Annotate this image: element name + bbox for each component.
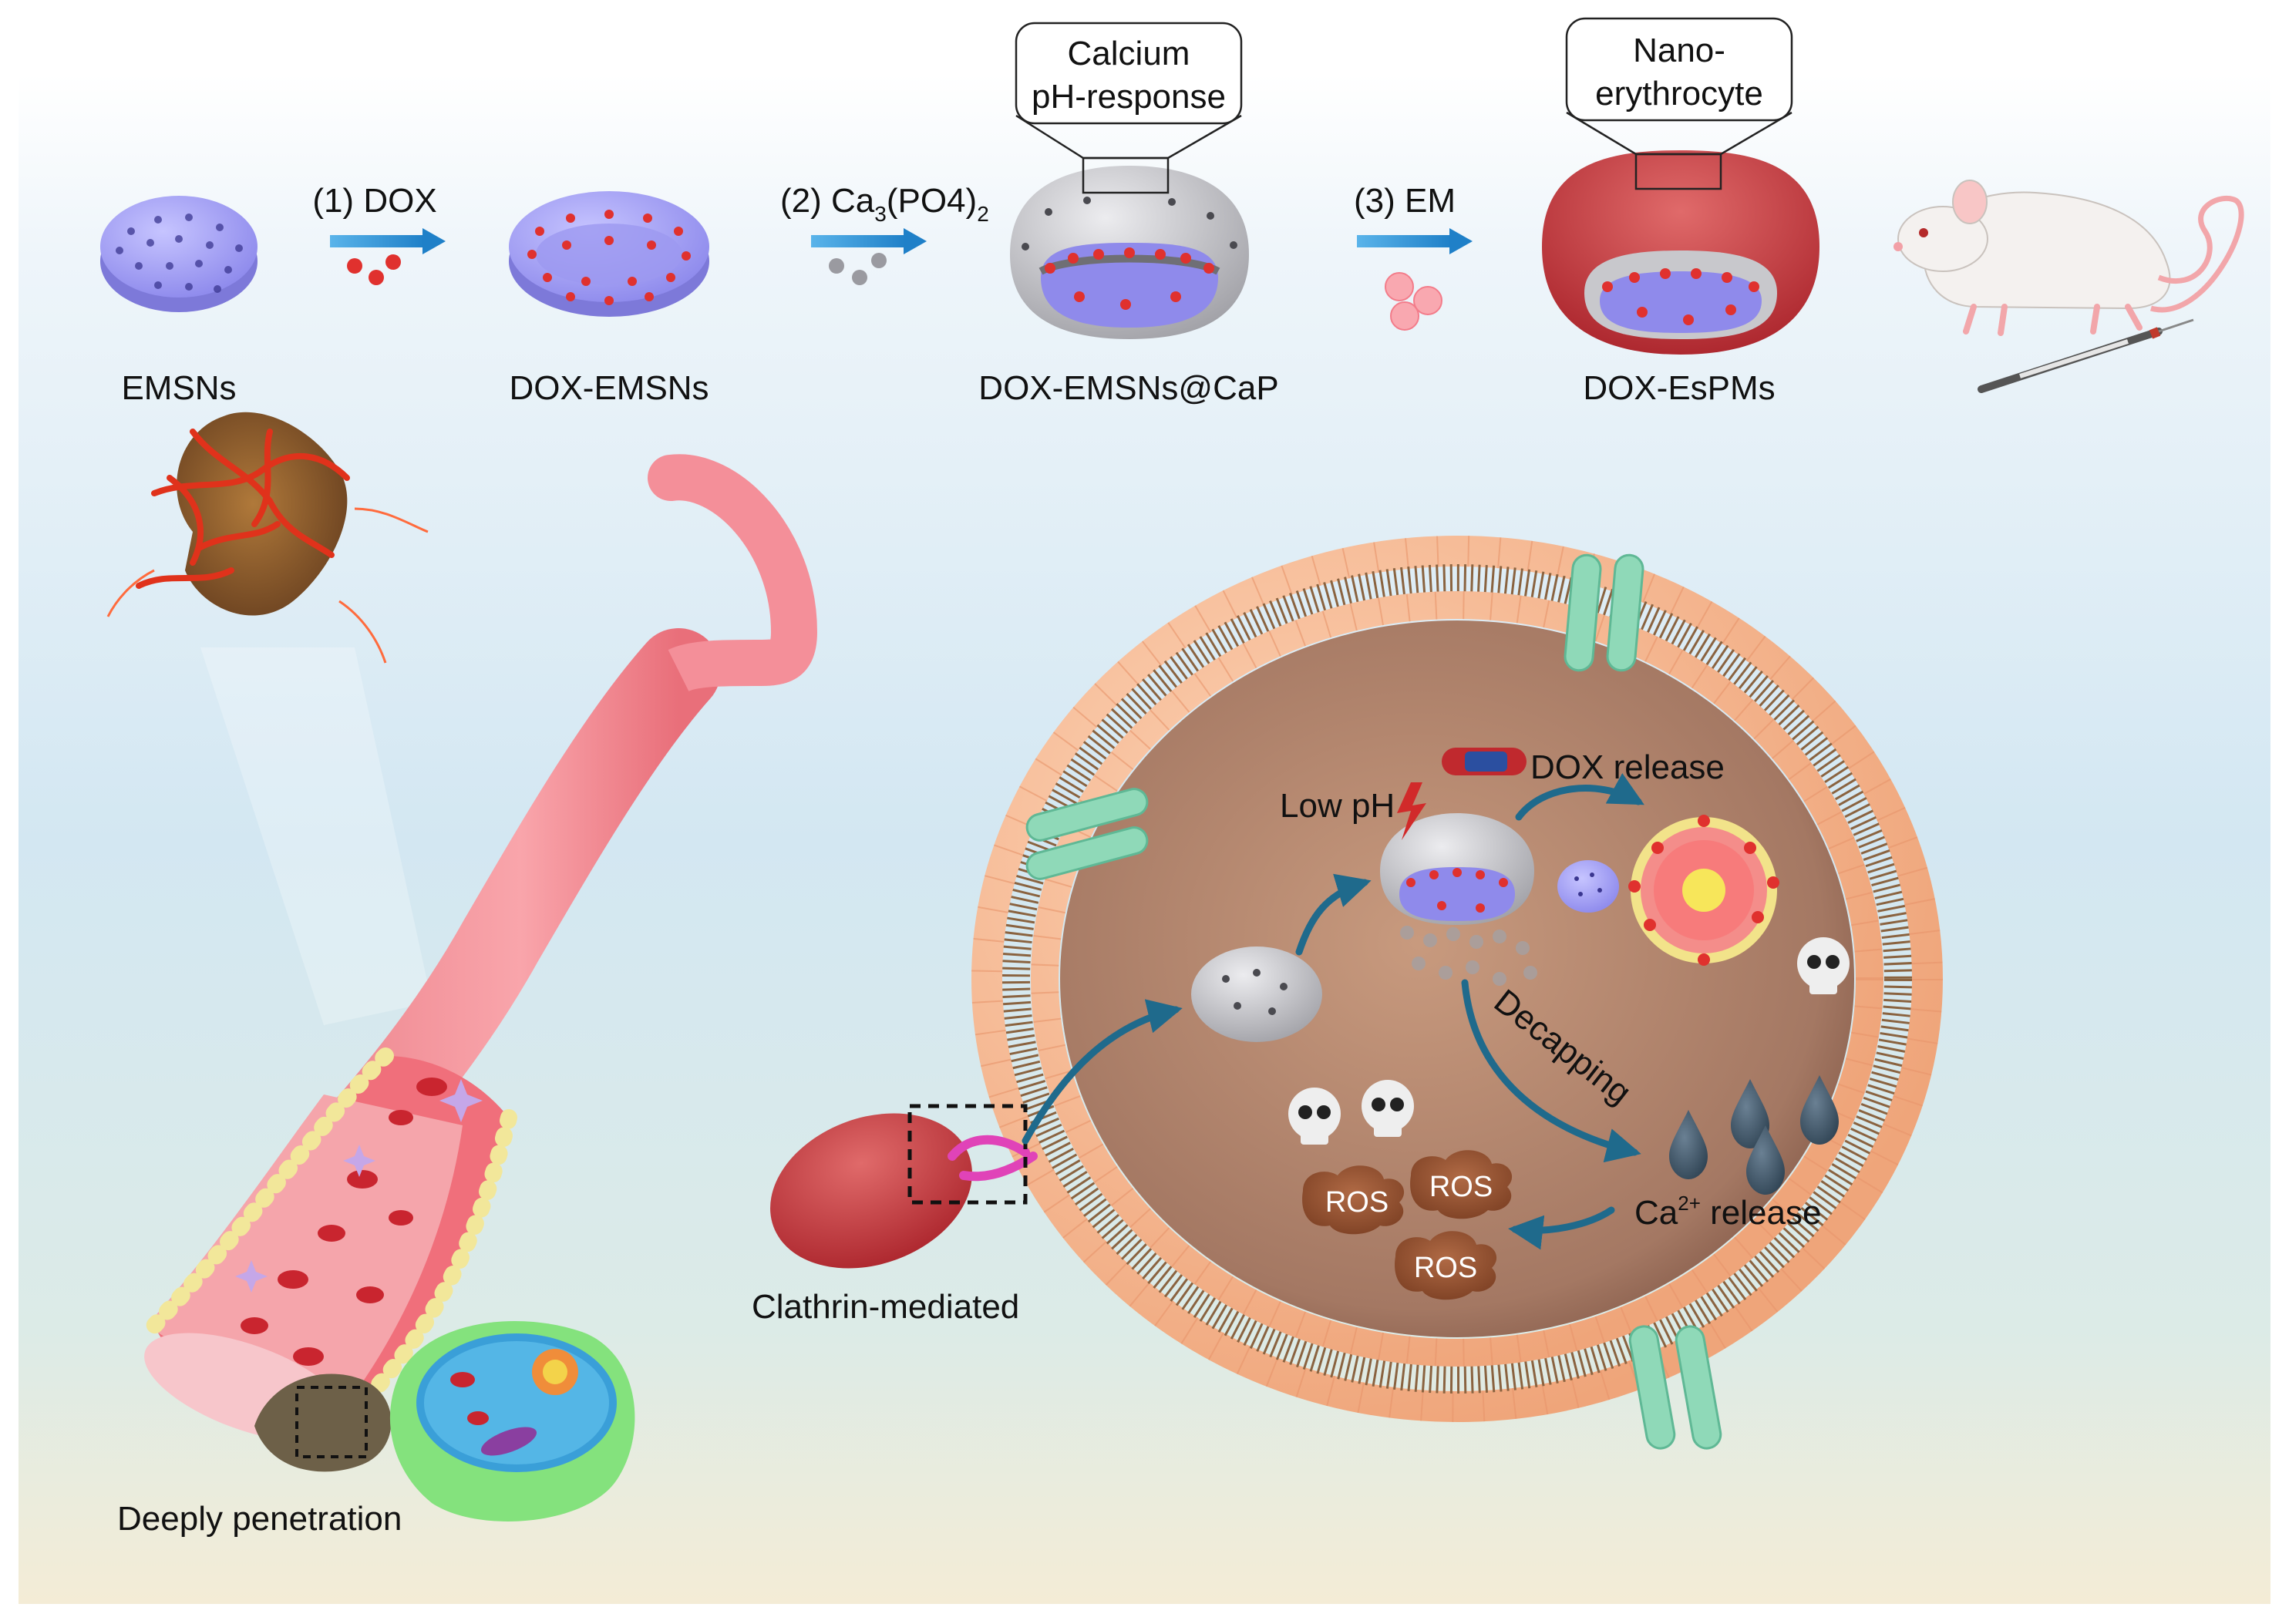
internalized-particle <box>1191 946 1322 1042</box>
step1-dox-label: (1) DOX <box>312 182 436 220</box>
ros-label-1: ROS <box>1325 1186 1389 1219</box>
clathrin-mediated-label: Clathrin-mediated <box>752 1288 1019 1326</box>
erythrocyte-membrane-dots <box>1385 272 1442 331</box>
light-beam <box>200 647 432 1025</box>
tumor-cell-cutaway <box>389 1321 635 1521</box>
calcium-ion-drops <box>1669 1075 1839 1195</box>
emsns-particle <box>100 196 258 312</box>
tumor-mass <box>106 412 429 664</box>
nucleus-with-dox <box>1628 815 1779 966</box>
deeply-penetration-label: Deeply penetration <box>117 1500 402 1538</box>
dox-release-label: DOX release <box>1530 748 1725 786</box>
calcium-phosphate-fragments <box>1400 926 1537 986</box>
ca-release-label: Ca2+ release <box>1634 1192 1821 1232</box>
step2-arrow <box>811 228 927 254</box>
low-ph-label: Low pH <box>1280 787 1395 825</box>
step3-em-label: (3) EM <box>1354 182 1456 220</box>
released-silica-core <box>1557 860 1619 913</box>
calcium-callout-line2: pH-response <box>1032 78 1226 116</box>
tumor-tissue-patch <box>254 1374 392 1472</box>
nano-erythrocyte-callout <box>1565 17 1793 190</box>
cell-membrane <box>971 536 1943 1422</box>
dox-emsns-particle <box>509 191 709 317</box>
dox-molecule-dots <box>347 254 401 285</box>
ca-release-suffix: release <box>1701 1194 1822 1232</box>
decapped-particle <box>1380 813 1534 925</box>
emsns-label: EMSNs <box>121 369 236 407</box>
dox-espms-particle <box>1542 150 1819 355</box>
ca-release-prefix: Ca <box>1634 1194 1678 1232</box>
process-arrows <box>1022 773 1644 1250</box>
ca-release-superscript: 2+ <box>1678 1192 1701 1215</box>
dox-emsns-label: DOX-EMSNs <box>509 369 709 407</box>
blood-vessel <box>144 454 818 1442</box>
dox-capsule-icon <box>1442 748 1527 775</box>
rbc-entering-cell <box>770 1104 1038 1269</box>
ros-label-3: ROS <box>1414 1252 1477 1284</box>
mouse-illustration <box>1893 180 2244 336</box>
ros-label-2: ROS <box>1429 1171 1493 1203</box>
ros-cloud-2 <box>1410 1150 1513 1219</box>
calcium-callout-line1: Calcium <box>1068 35 1190 72</box>
step1-arrow <box>330 228 446 254</box>
step2-po4-text: (PO4) <box>887 182 977 220</box>
membrane-channel-proteins <box>1025 553 1722 1450</box>
nano-callout-line1: Nano- <box>1633 32 1725 69</box>
nano-callout-line2: erythrocyte <box>1595 75 1763 113</box>
dox-espms-label: DOX-EsPMs <box>1583 369 1775 407</box>
calcium-ph-response-callout <box>1015 22 1243 194</box>
lightning-bolt-icon <box>1397 782 1426 840</box>
skull-icon <box>1288 937 1850 1145</box>
calcium-phosphate-dots <box>829 253 887 285</box>
ros-cloud-3 <box>1395 1231 1497 1300</box>
syringe-icon <box>1978 318 2194 393</box>
dox-emsns-cap-particle <box>1010 166 1249 339</box>
step2-sub-3: 3 <box>874 202 887 226</box>
step2-sub-2: 2 <box>977 202 989 226</box>
ros-cloud-1 <box>1302 1165 1405 1235</box>
step2-ca-text: (2) Ca <box>780 182 875 220</box>
step2-label: (2) Ca3(PO4)2 <box>780 182 989 226</box>
dox-emsns-cap-label: DOX-EMSNs@CaP <box>978 369 1278 407</box>
step3-arrow <box>1357 228 1473 254</box>
